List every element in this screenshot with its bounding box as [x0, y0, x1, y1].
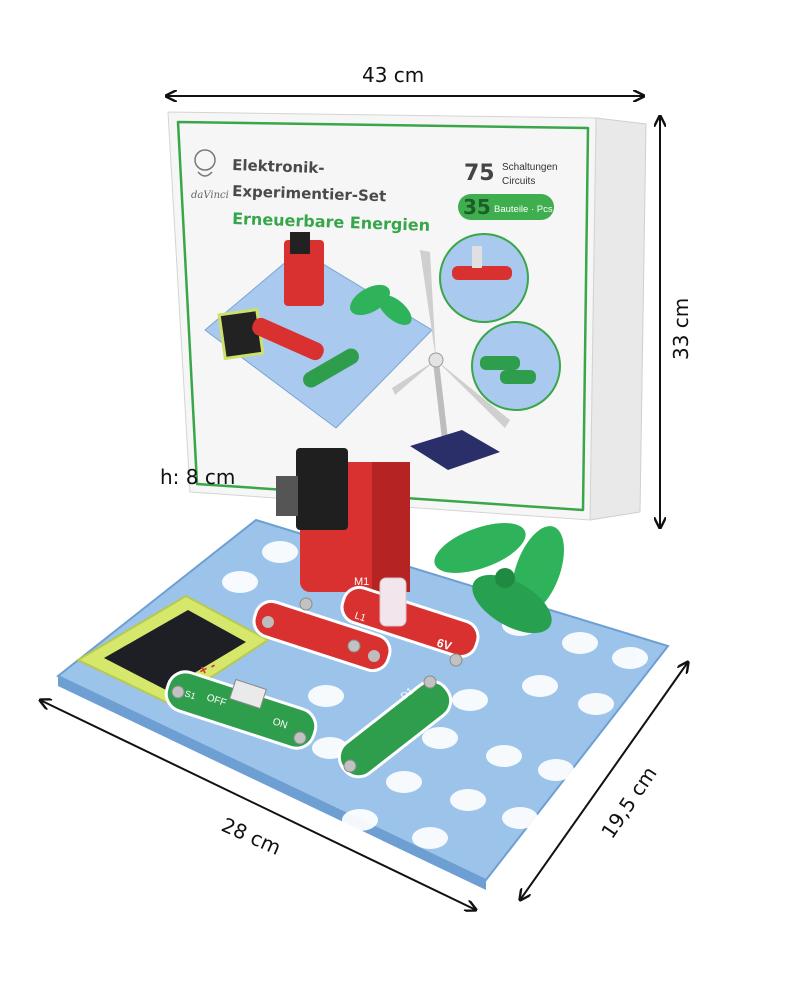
box-title-line1: Elektronik- — [232, 156, 325, 177]
depth-label: 19,5 cm — [596, 762, 661, 843]
width-label: 43 cm — [362, 63, 424, 87]
box-board-image — [204, 232, 433, 429]
box-title-line2: Experimentier-Set — [232, 182, 387, 205]
circuits-badge: 75 Schaltungen Circuits — [464, 161, 558, 187]
fan-propeller — [434, 523, 564, 634]
brand-logo: daVinci — [191, 149, 229, 201]
box-detail-image-1 — [439, 233, 529, 323]
length-arrow — [40, 700, 476, 910]
switch-id: S1 — [183, 688, 197, 701]
parts-badge: 35 Bauteile · Pcs — [458, 194, 554, 220]
solar-panel-module: + - — [75, 594, 270, 706]
box-wind-turbine-image — [392, 250, 510, 470]
circuits-label-2: Circuits — [502, 176, 535, 187]
parts-label: Bauteile · Pcs — [494, 204, 553, 215]
brand-name: daVinci — [191, 190, 229, 201]
product-box: daVinci Elektronik- Experimentier-Set Er… — [167, 111, 647, 521]
box-detail-image-2 — [471, 321, 561, 411]
circuits-label-1: Schaltungen — [502, 162, 558, 173]
motor-id: M1 — [354, 576, 369, 588]
set-height-label: h: 8 cm — [160, 465, 235, 489]
box-height-label: 33 cm — [669, 298, 693, 360]
parts-count: 35 — [463, 195, 491, 219]
solar-polarity-label: + - — [196, 657, 219, 679]
lamp-module: 6V L1 — [340, 577, 480, 659]
motor-module: M1 — [276, 448, 410, 592]
length-label: 28 cm — [218, 813, 285, 860]
resistor-module — [252, 599, 392, 673]
circuits-count: 75 — [464, 161, 495, 186]
depth-arrow — [520, 662, 688, 900]
lamp-id: L1 — [353, 610, 367, 624]
lamp-voltage: 6V — [435, 636, 453, 654]
